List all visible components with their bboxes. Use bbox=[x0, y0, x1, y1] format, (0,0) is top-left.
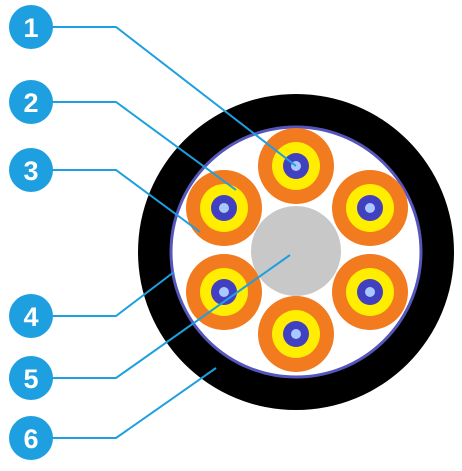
fiber-unit-lower-right bbox=[332, 254, 408, 330]
fiber-core bbox=[365, 203, 375, 213]
central-strength-member bbox=[251, 206, 341, 296]
fiber-core bbox=[219, 287, 229, 297]
leader-line-2 bbox=[52, 101, 237, 191]
callout-5: 5 bbox=[9, 356, 53, 400]
callout-badge bbox=[9, 148, 53, 192]
callout-3: 3 bbox=[9, 148, 53, 192]
fiber-unit-lower-left bbox=[186, 254, 262, 330]
cable-cross-section bbox=[138, 94, 454, 410]
callout-badge bbox=[9, 5, 53, 49]
fiber-core bbox=[365, 287, 375, 297]
leader-line-6 bbox=[52, 367, 217, 439]
callout-2: 2 bbox=[9, 80, 53, 124]
callout-number: 6 bbox=[23, 424, 38, 454]
callout-6: 6 bbox=[9, 416, 53, 460]
fiber-unit-bottom bbox=[258, 296, 334, 372]
fiber-unit-upper-left bbox=[186, 170, 262, 246]
fiber-core bbox=[219, 203, 229, 213]
fiber-core bbox=[291, 329, 301, 339]
callout-badge bbox=[9, 80, 53, 124]
leader-line-5 bbox=[52, 254, 291, 379]
callout-number: 5 bbox=[23, 364, 38, 394]
leader-line-4 bbox=[52, 271, 175, 317]
callout-1: 1 bbox=[9, 5, 53, 49]
callout-badge bbox=[9, 294, 53, 338]
callout-number: 3 bbox=[23, 156, 38, 186]
callout-badge bbox=[9, 356, 53, 400]
callout-number: 2 bbox=[23, 88, 38, 118]
fiber-unit-upper-right bbox=[332, 170, 408, 246]
leader-line-3 bbox=[52, 169, 201, 233]
callout-number: 1 bbox=[23, 13, 38, 43]
leader-lines bbox=[52, 26, 297, 439]
callout-4: 4 bbox=[9, 294, 53, 338]
callout-badge bbox=[9, 416, 53, 460]
callout-badges: 1 2 3 4 5 6 bbox=[9, 5, 53, 460]
callout-number: 4 bbox=[23, 302, 38, 332]
leader-line-1 bbox=[52, 26, 297, 167]
